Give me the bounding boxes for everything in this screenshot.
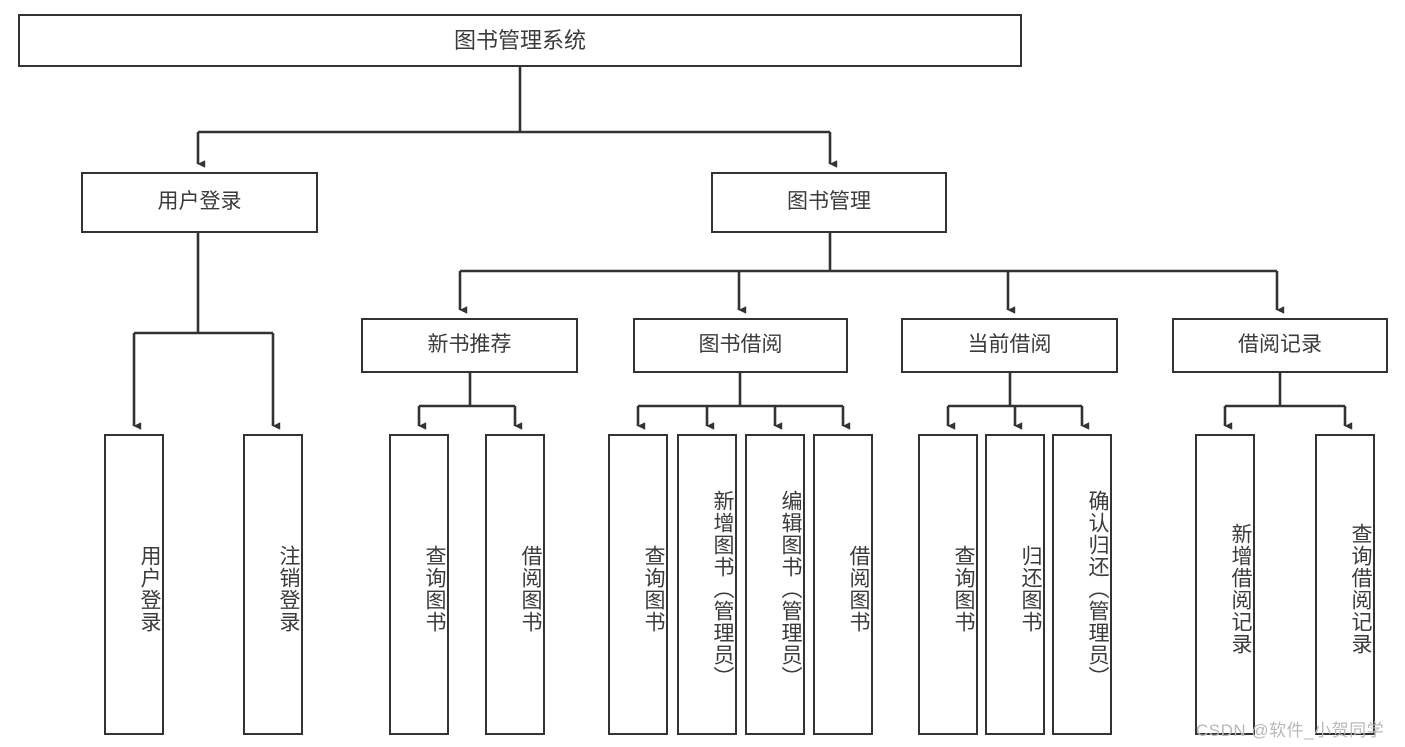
node-borrow-record[interactable]: 借阅记录	[1172, 318, 1388, 373]
node-root-system[interactable]: 图书管理系统	[18, 14, 1022, 67]
node-label: 注销登录	[277, 544, 300, 633]
node-label: 查询图书	[642, 544, 665, 633]
node-leaf-add-record[interactable]: 新增借阅记录	[1195, 434, 1255, 735]
node-book-borrow[interactable]: 图书借阅	[633, 318, 848, 373]
node-leaf-confirm-return[interactable]: 确认归还（管理员）	[1052, 434, 1112, 735]
node-label: 查询借阅记录	[1349, 522, 1372, 655]
node-label: 用户登录	[138, 544, 161, 633]
node-leaf-return-book[interactable]: 归还图书	[985, 434, 1045, 735]
node-label: 图书管理系统	[453, 27, 586, 53]
csdn-watermark: CSDN @软件_小贺同学	[1196, 721, 1385, 740]
node-label: 新增图书（管理员）	[711, 489, 734, 688]
node-new-book-recommend[interactable]: 新书推荐	[361, 318, 578, 373]
node-label: 图书借阅	[698, 333, 783, 357]
node-leaf-query-book-1[interactable]: 查询图书	[389, 434, 449, 735]
node-label: 确认归还（管理员）	[1086, 489, 1109, 688]
node-leaf-query-book-3[interactable]: 查询图书	[918, 434, 978, 735]
node-user-login[interactable]: 用户登录	[81, 172, 318, 233]
node-label: 借阅图书	[847, 544, 870, 633]
node-label: 编辑图书（管理员）	[779, 489, 802, 688]
node-label: 借阅记录	[1238, 333, 1322, 357]
node-label: 新书推荐	[427, 333, 512, 357]
node-label: 查询图书	[423, 544, 446, 633]
node-label: 当前借阅	[967, 333, 1052, 357]
node-leaf-query-record[interactable]: 查询借阅记录	[1315, 434, 1375, 735]
node-leaf-query-book-2[interactable]: 查询图书	[608, 434, 668, 735]
node-label: 查询图书	[952, 544, 975, 633]
node-label: 归还图书	[1019, 544, 1042, 633]
node-label: 用户登录	[157, 190, 242, 214]
node-leaf-edit-book[interactable]: 编辑图书（管理员）	[745, 434, 805, 735]
node-leaf-borrow-book-2[interactable]: 借阅图书	[813, 434, 873, 735]
node-leaf-user-login[interactable]: 用户登录	[104, 434, 164, 735]
node-leaf-user-logout[interactable]: 注销登录	[243, 434, 303, 735]
node-book-manage[interactable]: 图书管理	[711, 172, 947, 233]
node-leaf-borrow-book-1[interactable]: 借阅图书	[485, 434, 545, 735]
node-current-borrow[interactable]: 当前借阅	[901, 318, 1118, 373]
node-label: 图书管理	[787, 190, 871, 214]
node-label: 新增借阅记录	[1229, 522, 1252, 655]
node-leaf-add-book[interactable]: 新增图书（管理员）	[677, 434, 737, 735]
node-label: 借阅图书	[519, 544, 542, 633]
